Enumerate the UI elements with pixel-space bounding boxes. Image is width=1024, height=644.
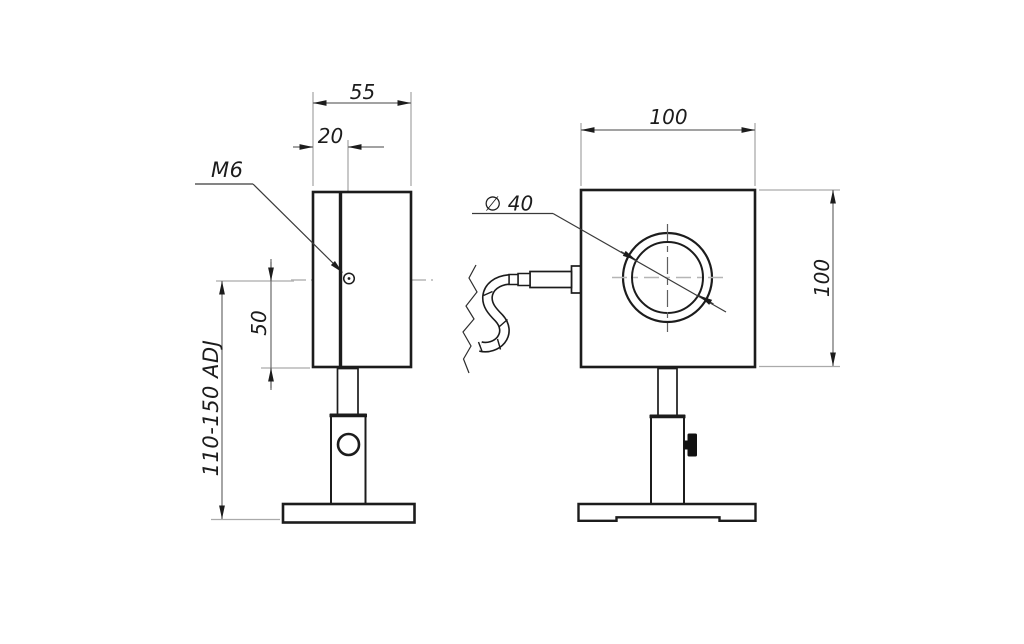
dia40-arrow-lower (698, 294, 714, 305)
dia40-label-text: ∅ 40 (484, 192, 533, 216)
m6-leader-arrow (252, 183, 343, 273)
dimension-lines (219, 100, 836, 519)
cable-break-squiggle (462, 264, 478, 374)
cable-segment-ticks (477, 274, 510, 352)
connector-boot (508, 273, 519, 286)
front-view (462, 188, 757, 522)
clamp-knob-head (687, 433, 697, 457)
dim-100-top-text: 100 (649, 105, 687, 129)
connector-barrel (529, 270, 573, 289)
side-view (281, 190, 416, 524)
side-view-sensor-body (311, 190, 413, 369)
side-view-base-plate (281, 502, 416, 524)
side-view-post (330, 413, 367, 505)
front-view-stem-rod (657, 367, 678, 417)
m6-hole-center-dot (347, 277, 351, 280)
front-view-post (650, 414, 685, 506)
cable-core (479, 275, 510, 352)
side-view-stem-rod (336, 367, 359, 416)
connector-neck (517, 272, 531, 287)
side-view-clamp-knob (336, 432, 361, 457)
clamp-knob-stem (683, 440, 689, 450)
dim-55-text: 55 (350, 80, 375, 104)
dim-adj-text: 110-150 ADJ (199, 340, 223, 477)
dim-50-text: 50 (247, 310, 271, 335)
leaders (195, 183, 727, 313)
annotations: 55 20 M6 50 110-150 ADJ 100 100 ∅ 40 (199, 80, 834, 476)
connector-flange (570, 265, 582, 294)
dim-100-right-text: 100 (810, 259, 834, 297)
dia40-arrow-upper (620, 250, 637, 261)
dia40-leader-line (552, 212, 727, 313)
m6-label-text: M6 (211, 158, 243, 182)
front-view-base-plate (577, 502, 757, 522)
dim-20-text: 20 (318, 124, 343, 148)
